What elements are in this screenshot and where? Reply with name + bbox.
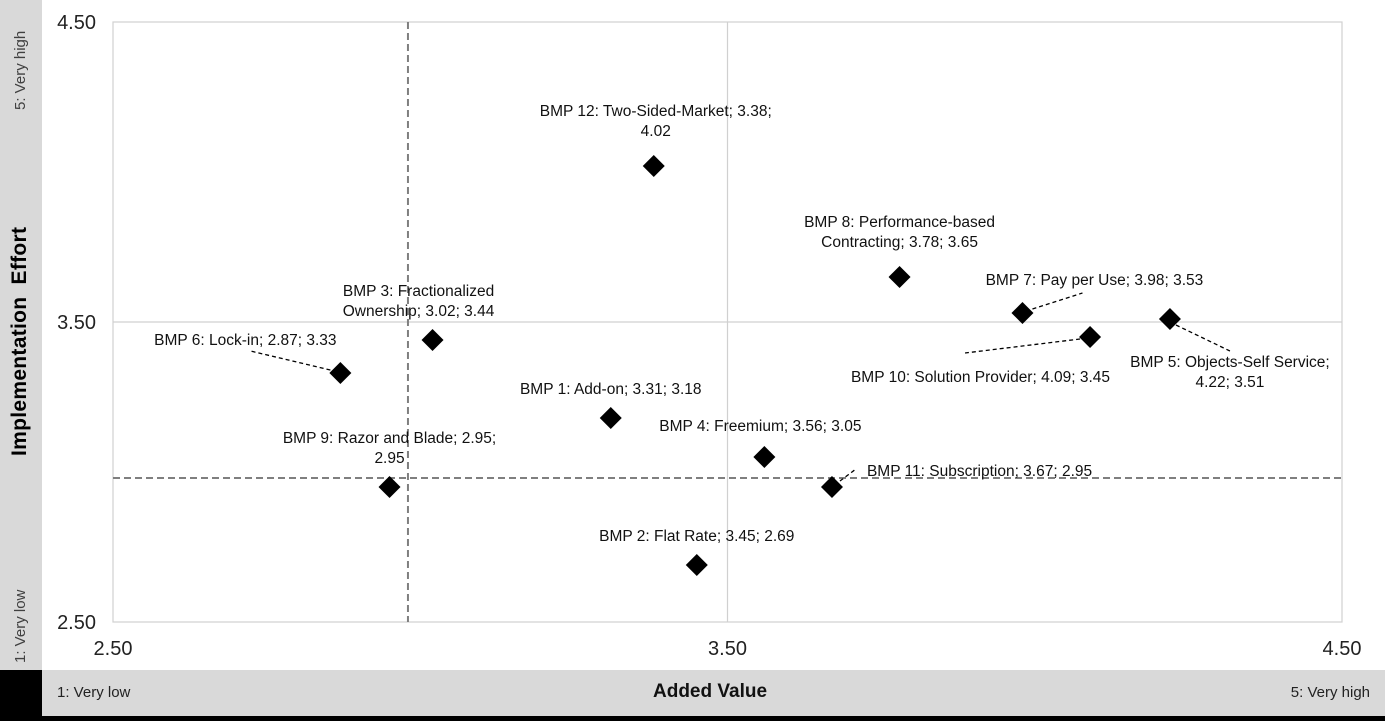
- data-point-marker: [685, 554, 708, 576]
- x-tick-label: 3.50: [708, 638, 747, 660]
- data-point-label: BMP 11: Subscription; 3.67; 2.95: [867, 463, 1092, 480]
- data-point-marker: [421, 329, 444, 351]
- data-point-label: BMP 10: Solution Provider; 4.09; 3.45: [851, 369, 1110, 386]
- data-point-marker: [1079, 326, 1102, 348]
- data-point-label: BMP 8: Performance-based: [804, 214, 995, 231]
- data-point-marker: [642, 155, 665, 177]
- y-axis-band: [0, 0, 42, 670]
- x-axis-band: [42, 670, 1385, 716]
- data-point-label: BMP 1: Add-on; 3.31; 3.18: [520, 381, 702, 398]
- data-point-label: BMP 5: Objects-Self Service;: [1130, 354, 1330, 371]
- y-tick-label: 3.50: [57, 312, 96, 334]
- label-leader-line: [1175, 324, 1231, 352]
- data-point-label: BMP 6: Lock-in; 2.87; 3.33: [154, 332, 336, 349]
- data-point-marker: [820, 476, 843, 498]
- data-point-label: BMP 2: Flat Rate; 3.45; 2.69: [599, 528, 794, 545]
- data-point-marker: [888, 266, 911, 288]
- label-leader-line: [1032, 292, 1083, 310]
- label-leader-line: [839, 468, 857, 482]
- data-point-label: Contracting; 3.78; 3.65: [821, 234, 978, 251]
- data-point-marker: [1011, 302, 1034, 324]
- data-point-label: Ownership; 3.02; 3.44: [343, 303, 495, 320]
- data-point-label: BMP 3: Fractionalized: [343, 283, 494, 300]
- data-point-marker: [1158, 308, 1181, 330]
- data-point-marker: [378, 476, 401, 498]
- x-tick-label: 2.50: [94, 638, 133, 660]
- x-axis-max-label: 5: Very high: [1290, 684, 1370, 701]
- scatter-chart: 2.50 3.50 4.50 2.50 3.50 4.50 BMP 1: Add-on; …: [57, 12, 1362, 660]
- x-axis-title: Added Value: [653, 681, 768, 702]
- y-tick-label: 4.50: [57, 12, 96, 34]
- label-leader-line: [964, 338, 1081, 354]
- data-point-label: BMP 7: Pay per Use; 3.98; 3.53: [986, 272, 1204, 289]
- data-point-label: 4.22; 3.51: [1195, 374, 1264, 391]
- data-point-label: BMP 12: Two-Sided-Market; 3.38;: [540, 103, 772, 120]
- data-point-label: 2.95: [374, 450, 404, 467]
- data-point-marker: [599, 407, 622, 429]
- data-point-marker: [753, 446, 776, 468]
- x-axis-min-label: 1: Very low: [57, 684, 131, 701]
- data-point-marker: [329, 362, 352, 384]
- data-point-label: BMP 9: Razor and Blade; 2.95;: [283, 430, 496, 447]
- x-tick-label: 4.50: [1323, 638, 1362, 660]
- y-tick-label: 2.50: [57, 612, 96, 634]
- data-point-label: BMP 4: Freemium; 3.56; 3.05: [659, 418, 861, 435]
- data-point-label: 4.02: [641, 123, 671, 140]
- label-leader-line: [250, 350, 331, 371]
